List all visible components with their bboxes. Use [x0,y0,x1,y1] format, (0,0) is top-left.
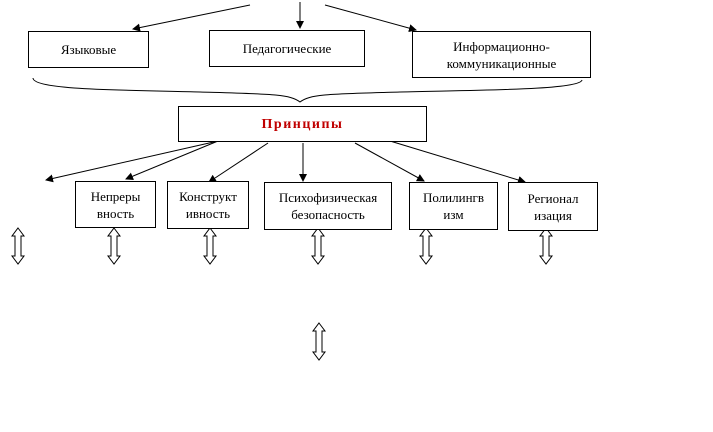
principle-box-regionalization: Регионал изация [508,182,598,231]
principle-label: Полилингв изм [422,190,485,222]
double-arrow-5 [419,227,433,265]
category-box-languages: Языковые [28,31,149,68]
arrow-to-edge [45,140,219,183]
double-arrow-6 [539,227,553,265]
double-arrow-1 [11,227,25,265]
category-label: Педагогические [242,41,332,56]
principle-box-constructivity: Конструкт ивность [167,181,249,229]
arrow-to-infocom [324,4,417,33]
category-label: Языковые [60,42,117,57]
arrow-to-polylingualism [354,142,425,182]
double-arrow-4 [311,227,325,265]
principle-label: Конструкт ивность [179,189,237,221]
arrow-to-languages [132,4,251,32]
principle-label: Непреры вность [90,188,141,221]
principle-label: Психофизическая безопасность [278,190,378,222]
arrow-to-constructivity [208,142,269,183]
category-box-infocom: Информационно- коммуникационные [412,31,591,78]
double-arrow-3 [203,227,217,265]
principles-title: Принципы [261,116,344,132]
arrow-to-regionalization [389,140,526,184]
principle-label: Регионал изация [527,190,579,223]
principle-box-psychophysical: Психофизическая безопасность [264,182,392,230]
grouping-brace [32,77,583,103]
principle-box-polylingualism: Полилингв изм [409,182,498,230]
principles-box: Принципы [178,106,427,142]
double-arrow-2 [107,227,121,265]
category-box-pedagogical: Педагогические [209,30,365,67]
arrow-to-continuity [125,140,219,181]
principle-box-continuity: Непреры вность [75,181,156,228]
double-arrow-7 [312,322,326,361]
category-label: Информационно- коммуникационные [446,38,557,71]
